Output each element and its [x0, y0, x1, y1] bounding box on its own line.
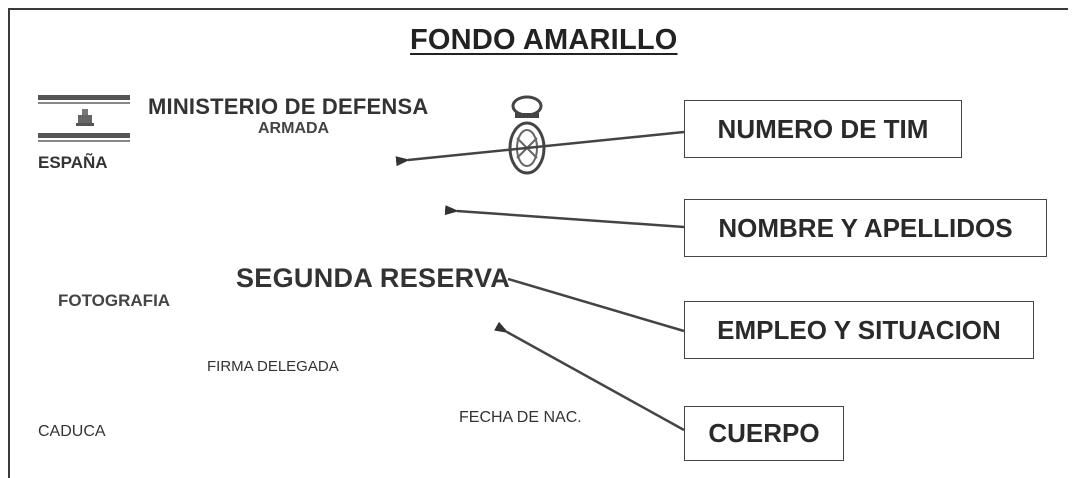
birth-date-label: FECHA DE NAC. [459, 409, 582, 426]
photo-placeholder: FOTOGRAFIA [58, 291, 171, 310]
spain-government-logo-icon [38, 95, 130, 142]
callout-tim-number: NUMERO DE TIM [684, 100, 962, 158]
callout-corps: CUERPO [684, 406, 844, 461]
page-title: FONDO AMARILLO [410, 24, 678, 56]
ministry-label: MINISTERIO DE DEFENSA [148, 94, 429, 119]
arrow-cuerpo [494, 321, 685, 432]
callout-full-name: NOMBRE Y APELLIDOS [684, 199, 1047, 257]
callout-rank-status: EMPLEO Y SITUACION [684, 301, 1034, 359]
branch-label: ARMADA [258, 120, 330, 137]
expiry-label: CADUCA [38, 423, 106, 440]
arrow-nombre [444, 205, 685, 229]
situation-label: SEGUNDA RESERVA [236, 263, 511, 293]
id-card-layout [8, 8, 1068, 478]
navy-crest-icon [508, 95, 546, 175]
arrow-empleo [507, 277, 685, 333]
country-label: ESPAÑA [38, 153, 108, 172]
arrow-tim [395, 130, 685, 167]
signature-label: FIRMA DELEGADA [207, 358, 339, 375]
